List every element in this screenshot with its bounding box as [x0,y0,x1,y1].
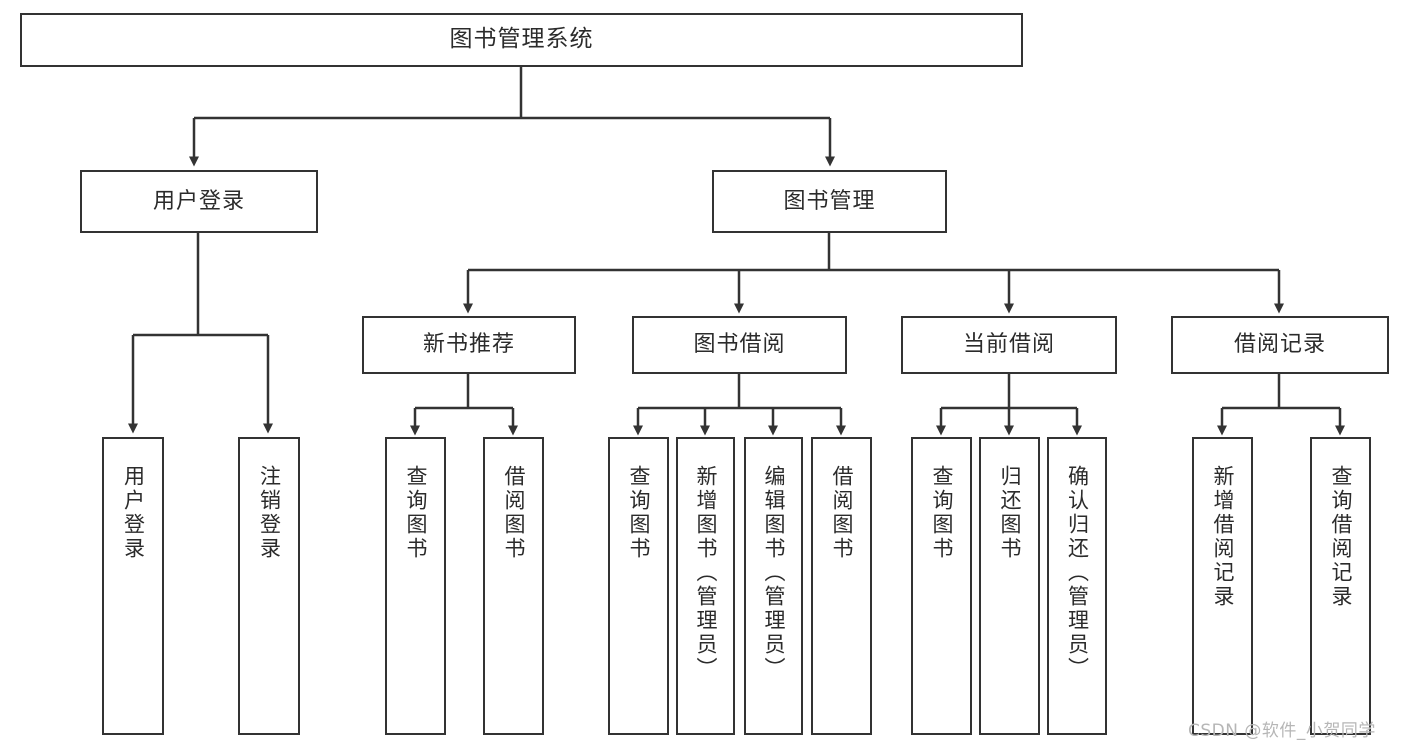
node-leaf-logout[interactable]: 注销登录 [238,437,300,735]
node-leaf-query-book-current[interactable]: 查询图书 [911,437,972,735]
node-label: 借阅图书 [830,465,854,561]
node-leaf-borrow-book-recommend[interactable]: 借阅图书 [483,437,544,735]
node-label: 借阅图书 [502,465,526,561]
node-borrow-record[interactable]: 借阅记录 [1171,316,1389,374]
node-label: 图书管理 [783,188,876,214]
node-root-book-management-system[interactable]: 图书管理系统 [20,13,1023,67]
node-label: 查询图书 [627,465,651,561]
node-leaf-return-book[interactable]: 归还图书 [979,437,1040,735]
node-user-login[interactable]: 用户登录 [80,170,318,233]
node-leaf-borrow-book[interactable]: 借阅图书 [811,437,872,735]
node-leaf-confirm-return-admin[interactable]: 确认归还（管理员） [1047,437,1107,735]
node-new-book-recommend[interactable]: 新书推荐 [362,316,576,374]
node-label: 编辑图书（管理员） [762,465,786,681]
node-leaf-user-login[interactable]: 用户登录 [102,437,164,735]
node-label: 借阅记录 [1233,332,1326,358]
node-book-borrow[interactable]: 图书借阅 [632,316,847,374]
node-label: 新增图书（管理员） [694,465,718,681]
node-label: 当前借阅 [962,332,1055,358]
node-current-borrow[interactable]: 当前借阅 [901,316,1117,374]
node-label: 查询借阅记录 [1329,465,1353,609]
node-leaf-add-borrow-record[interactable]: 新增借阅记录 [1192,437,1253,735]
node-label: 图书管理系统 [449,26,594,53]
node-label: 查询图书 [404,465,428,561]
node-label: 图书借阅 [693,332,786,358]
node-label: 确认归还（管理员） [1065,465,1090,681]
node-label: 查询图书 [930,465,954,561]
node-leaf-query-book-borrow[interactable]: 查询图书 [608,437,669,735]
node-label: 用户登录 [121,465,146,561]
node-leaf-add-book-admin[interactable]: 新增图书（管理员） [676,437,735,735]
node-label: 新书推荐 [422,332,515,358]
node-leaf-edit-book-admin[interactable]: 编辑图书（管理员） [744,437,803,735]
node-label: 新增借阅记录 [1211,465,1235,609]
node-leaf-query-borrow-record[interactable]: 查询借阅记录 [1310,437,1371,735]
node-label: 用户登录 [152,188,245,214]
csdn-watermark: CSDN @软件_小贺同学 [1188,721,1376,741]
node-book-management[interactable]: 图书管理 [712,170,947,233]
node-leaf-query-book-recommend[interactable]: 查询图书 [385,437,446,735]
node-label: 注销登录 [257,465,282,561]
node-label: 归还图书 [998,465,1022,561]
